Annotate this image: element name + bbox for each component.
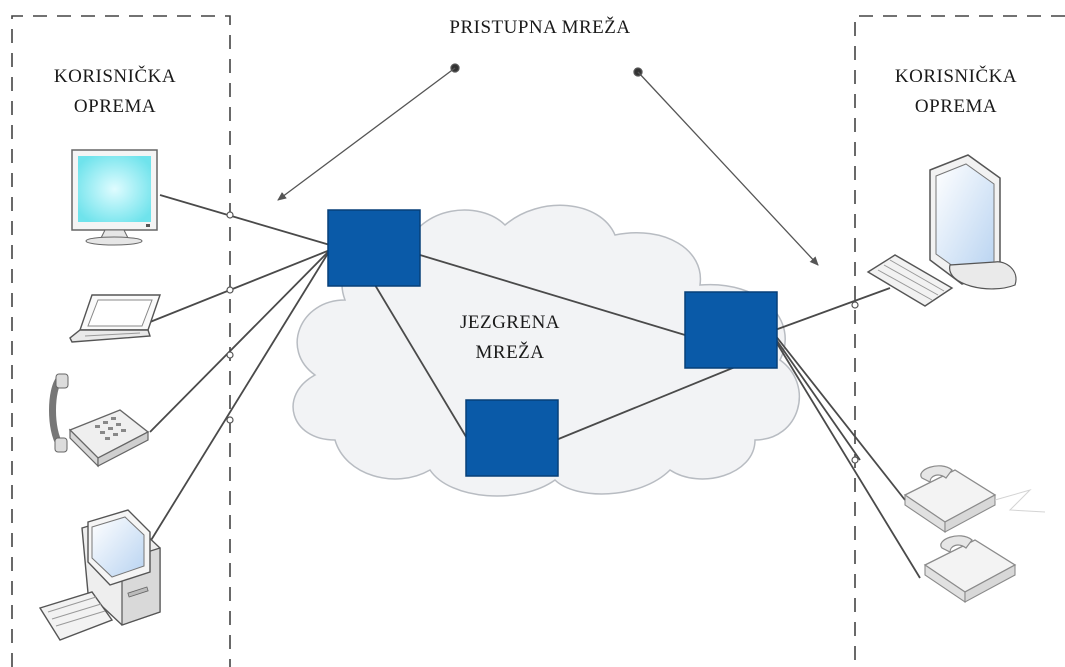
right-junction-marks xyxy=(851,301,859,464)
user-equipment-right-line2: OPREMA xyxy=(914,96,998,117)
network-node-b xyxy=(465,399,559,477)
network-node-c xyxy=(684,291,778,369)
right-access-links xyxy=(774,287,921,579)
telephone-icon xyxy=(49,373,150,468)
telephone-icon xyxy=(903,465,1046,534)
monitor-keyboard-icon xyxy=(866,154,1017,307)
monitor-icon xyxy=(71,149,158,246)
user-equipment-left-line1: KORISNIČKA xyxy=(53,66,177,87)
left-access-links xyxy=(144,194,331,551)
laptop-icon xyxy=(69,294,161,343)
left-user-equipment-border xyxy=(11,15,231,667)
user-equipment-left-line2: OPREMA xyxy=(73,96,157,117)
core-network-line2: MREŽA xyxy=(475,342,545,363)
access-network-arrows xyxy=(277,63,819,266)
user-equipment-right-line1: KORISNIČKA xyxy=(894,66,1018,87)
network-node-a xyxy=(327,209,421,287)
left-junction-marks xyxy=(226,211,234,424)
user-equipment-left-label: KORISNIČKA OPREMA xyxy=(25,62,205,122)
telephone-icon xyxy=(923,535,1017,604)
desktop-pc-icon xyxy=(38,509,161,641)
core-network-label: JEZGRENA MREŽA xyxy=(440,308,580,368)
user-equipment-right-label: KORISNIČKA OPREMA xyxy=(866,62,1046,122)
access-network-label: PRISTUPNA MREŽA xyxy=(449,17,631,38)
core-network-line1: JEZGRENA xyxy=(459,312,561,333)
core-links xyxy=(374,254,741,441)
